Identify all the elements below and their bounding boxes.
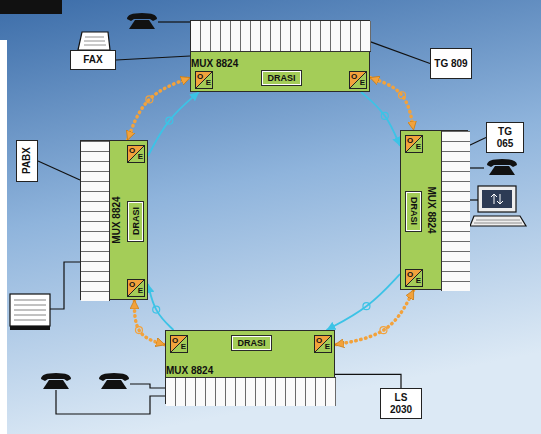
terminal-name: FAX <box>83 54 102 66</box>
optical-fibre <box>134 300 165 345</box>
converter-letter: E <box>138 287 143 295</box>
wire <box>335 374 401 388</box>
telephone <box>41 373 71 389</box>
converter-letter: E <box>416 277 421 285</box>
optoelectronic-converter: OE <box>405 269 423 287</box>
wire <box>468 138 486 147</box>
optical-fibre <box>148 92 199 156</box>
module-name: DRASI <box>409 197 419 225</box>
converter-letter: O <box>316 337 322 345</box>
converter-letter: E <box>360 79 365 87</box>
optoelectronic-converter: OE <box>314 335 332 353</box>
optical-fibre <box>148 284 174 330</box>
terminal-name: TG 809 <box>434 58 467 70</box>
wire <box>116 56 190 60</box>
drasi-module: DRASI <box>262 71 301 85</box>
light-signal-ring <box>146 96 153 103</box>
terminal-box: PABX <box>16 140 38 182</box>
optical-fibre <box>335 290 414 345</box>
converter-letter: O <box>197 73 203 81</box>
optoelectronic-converter: OE <box>170 335 188 353</box>
light-signal-ring <box>380 327 387 334</box>
unit-name: MUX 8824 <box>426 186 437 233</box>
terminal-box: LS 2030 <box>380 388 422 419</box>
converter-letter: O <box>407 271 413 279</box>
module-name: DRASI <box>131 207 141 235</box>
drasi-module: DRASI <box>128 202 143 241</box>
converter-letter: E <box>416 143 421 151</box>
light-signal-ring <box>135 327 142 334</box>
converter-letter: E <box>181 343 186 351</box>
mux-unit: MUX 8824DRASIOEOE <box>400 130 468 290</box>
converter-letter: O <box>407 137 413 145</box>
light-signal-ring <box>381 112 388 119</box>
terminal-name: LS 2030 <box>384 392 418 415</box>
optoelectronic-converter: OE <box>349 71 367 89</box>
optoelectronic-converter: OE <box>127 145 145 163</box>
optoelectronic-converter: OE <box>127 279 145 297</box>
converter-letter: O <box>129 281 135 289</box>
converter-letter: O <box>351 73 357 81</box>
light-signal-ring <box>153 306 160 313</box>
unit-name: MUX 8824 <box>191 58 238 69</box>
card-slots <box>441 131 470 291</box>
wire <box>370 42 430 64</box>
optical-fibre <box>361 92 400 146</box>
computer <box>470 186 526 226</box>
drasi-module: DRASI <box>232 336 271 350</box>
light-signal-ring <box>398 92 405 99</box>
wire <box>38 161 80 180</box>
card-slots <box>166 377 336 406</box>
module-name: DRASI <box>267 73 295 83</box>
corner-bar <box>0 0 62 14</box>
mux-unit: MUX 8824DRASIOEOE <box>80 140 148 300</box>
mux-unit: MUX 8824DRASIOEOE <box>190 20 370 92</box>
drasi-module: DRASI <box>406 192 421 231</box>
converter-letter: E <box>325 343 330 351</box>
unit-name: MUX 8824 <box>166 365 213 376</box>
telephone <box>487 159 517 175</box>
frame-strip <box>0 40 7 434</box>
terminal-name: TG 065 <box>490 126 520 149</box>
optoelectronic-converter: OE <box>405 135 423 153</box>
unit-name: MUX 8824 <box>111 196 122 243</box>
mux-unit: MUX 8824DRASIOEOE <box>165 330 335 404</box>
converter-letter: O <box>172 337 178 345</box>
card-slots <box>81 141 110 301</box>
module-name: DRASI <box>237 338 265 348</box>
terminal-box: FAX <box>70 50 116 70</box>
converter-letter: O <box>129 147 135 155</box>
card-slots <box>191 21 371 52</box>
wire <box>50 22 484 414</box>
converter-letter: E <box>138 153 143 161</box>
telephone <box>127 13 157 29</box>
printer-terminal <box>10 294 50 330</box>
fax-paper <box>78 32 110 50</box>
optical-fibre <box>370 78 414 130</box>
optical-fibre <box>327 274 401 330</box>
terminal-box: TG 809 <box>430 48 472 79</box>
telephone <box>99 373 129 389</box>
light-signal-ring <box>166 117 173 124</box>
terminal-name: PABX <box>21 147 33 174</box>
light-signal-ring <box>363 303 370 310</box>
terminal-box: TG 065 <box>486 122 524 153</box>
optoelectronic-converter: OE <box>195 71 213 89</box>
converter-letter: E <box>206 79 211 87</box>
